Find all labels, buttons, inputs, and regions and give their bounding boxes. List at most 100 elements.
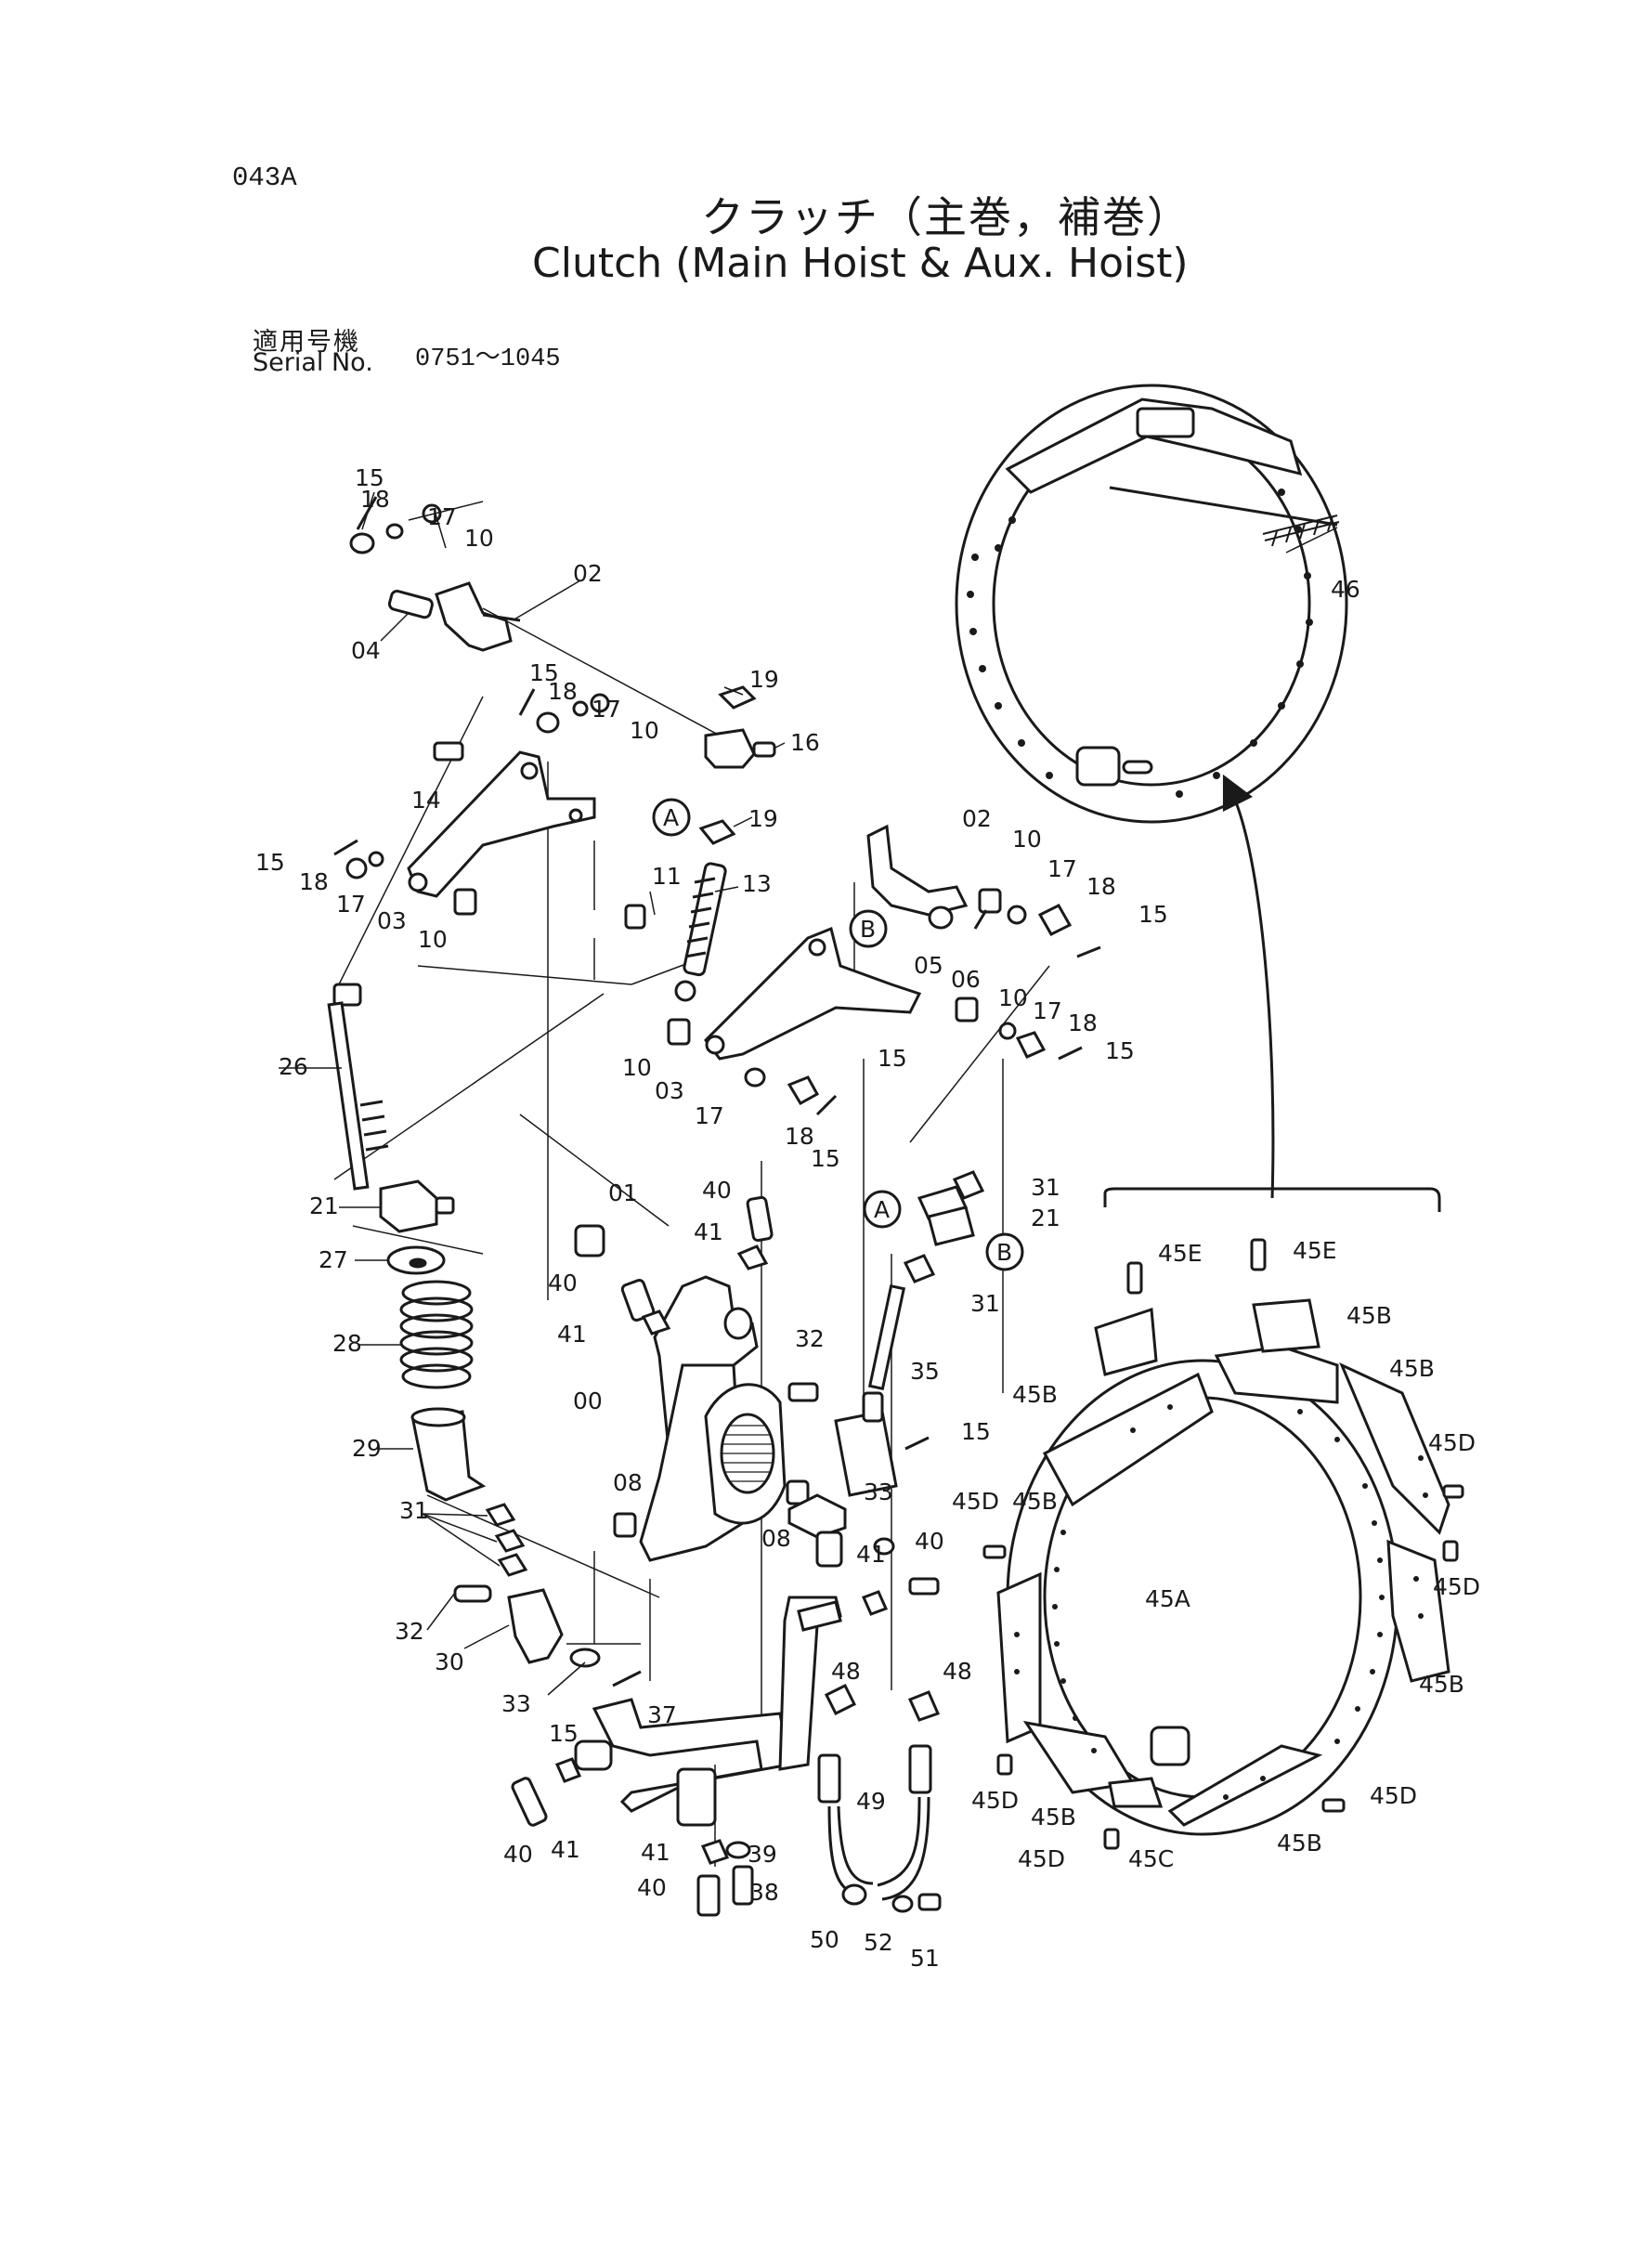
callout-45b: 45B [1012, 1488, 1058, 1515]
callout-49: 49 [856, 1788, 886, 1815]
callout-40: 40 [702, 1177, 732, 1204]
spring-rod-assembly [327, 983, 642, 1687]
serial-label: Serial No. [253, 348, 373, 377]
callout-41: 41 [694, 1218, 723, 1245]
callout-50: 50 [810, 1926, 839, 1953]
reference-b: B [996, 1239, 1012, 1266]
callout-33: 33 [864, 1479, 893, 1505]
callout-30: 30 [435, 1648, 464, 1675]
callout-29: 29 [352, 1435, 382, 1462]
callout-39: 39 [748, 1841, 777, 1868]
callout-45b: 45B [1277, 1830, 1322, 1857]
callout-48: 48 [831, 1658, 861, 1685]
hydraulic-hose [817, 1683, 942, 1913]
reference-a: A [874, 1196, 890, 1223]
callout-31: 31 [399, 1497, 429, 1524]
callout-15: 15 [961, 1418, 991, 1445]
callout-04: 04 [351, 637, 381, 664]
callout-11: 11 [652, 863, 682, 890]
serial-label-japanese: 適用号機 [253, 328, 360, 357]
callout-27: 27 [319, 1246, 348, 1273]
callout-40: 40 [915, 1528, 944, 1555]
callout-14: 14 [411, 787, 441, 814]
callout-51: 51 [910, 1945, 940, 1972]
callout-15: 15 [1138, 901, 1168, 928]
callout-17: 17 [592, 696, 621, 723]
callout-45b: 45B [1419, 1671, 1464, 1698]
right-linkage [667, 824, 1101, 1116]
callout-26: 26 [279, 1053, 308, 1080]
callout-10: 10 [622, 1054, 652, 1081]
callout-06: 06 [951, 966, 981, 993]
callout-21: 21 [309, 1192, 339, 1219]
callout-15: 15 [355, 464, 384, 491]
reference-a: A [663, 804, 679, 831]
reference-circles [652, 798, 1024, 1271]
callout-10: 10 [630, 717, 659, 744]
callout-17: 17 [336, 891, 366, 918]
callout-48: 48 [943, 1658, 972, 1685]
leader-lines [279, 491, 1338, 1696]
assembly-arrow [1222, 774, 1275, 1199]
callout-19: 19 [748, 805, 778, 832]
lower-brake-band [982, 1238, 1464, 1850]
callout-45d: 45D [971, 1787, 1019, 1814]
callout-41: 41 [551, 1836, 580, 1863]
callout-28: 28 [332, 1330, 362, 1357]
clutch-lever-body [574, 1195, 810, 1562]
callout-16: 16 [790, 729, 820, 756]
callout-45d: 45D [1370, 1782, 1417, 1809]
callout-05: 05 [914, 952, 943, 979]
callout-45e: 45E [1158, 1240, 1203, 1267]
callout-10: 10 [464, 525, 494, 552]
callout-02: 02 [962, 805, 992, 832]
master-cylinder [787, 1170, 985, 1568]
callout-labels: 15 18 17 10 02 04 15 18 17 10 19 16 14 1… [255, 464, 1480, 1972]
callout-45c: 45C [1128, 1845, 1174, 1872]
callout-45d: 45D [1433, 1573, 1480, 1600]
callout-13: 13 [742, 870, 772, 897]
callout-18: 18 [1068, 1010, 1098, 1036]
page-title-japanese: クラッチ（主巻，補巻） [701, 192, 1191, 242]
callout-32: 32 [795, 1325, 825, 1352]
callout-15: 15 [549, 1720, 579, 1747]
callout-31: 31 [970, 1290, 1000, 1317]
callout-10: 10 [1012, 826, 1042, 853]
callout-18: 18 [548, 678, 578, 705]
callout-45b: 45B [1012, 1381, 1058, 1408]
callout-45b: 45B [1389, 1355, 1435, 1382]
reference-circle-b2 [985, 1232, 1024, 1271]
callout-31: 31 [1031, 1174, 1060, 1201]
callout-40: 40 [637, 1874, 667, 1901]
callout-17: 17 [1033, 997, 1062, 1024]
callout-08: 08 [761, 1525, 791, 1552]
callout-41: 41 [557, 1321, 587, 1348]
reference-circle-b1 [849, 909, 888, 948]
callout-41: 41 [856, 1541, 886, 1568]
callout-52: 52 [864, 1929, 893, 1956]
group-bracket [1103, 1187, 1441, 1212]
callout-19: 19 [749, 666, 779, 693]
callout-17: 17 [1047, 855, 1077, 882]
callout-37: 37 [647, 1701, 677, 1728]
callout-15: 15 [255, 849, 285, 876]
callout-17: 17 [427, 503, 457, 530]
callout-15: 15 [529, 659, 559, 686]
callout-03: 03 [655, 1077, 684, 1104]
callout-15: 15 [811, 1145, 840, 1172]
callout-32: 32 [395, 1618, 424, 1645]
reference-circle-a1 [652, 798, 691, 837]
upper-linkage [333, 496, 610, 916]
callout-03: 03 [377, 907, 407, 934]
callout-01: 01 [608, 1179, 638, 1206]
callout-40: 40 [503, 1841, 533, 1868]
callout-33: 33 [501, 1690, 531, 1717]
callout-18: 18 [299, 868, 329, 895]
callout-15: 15 [1105, 1037, 1135, 1064]
callout-45b: 45B [1346, 1302, 1392, 1329]
callout-35: 35 [910, 1358, 940, 1385]
callout-18: 18 [1086, 873, 1116, 900]
callout-45d: 45D [952, 1488, 999, 1515]
upper-brake-band [955, 384, 1348, 824]
